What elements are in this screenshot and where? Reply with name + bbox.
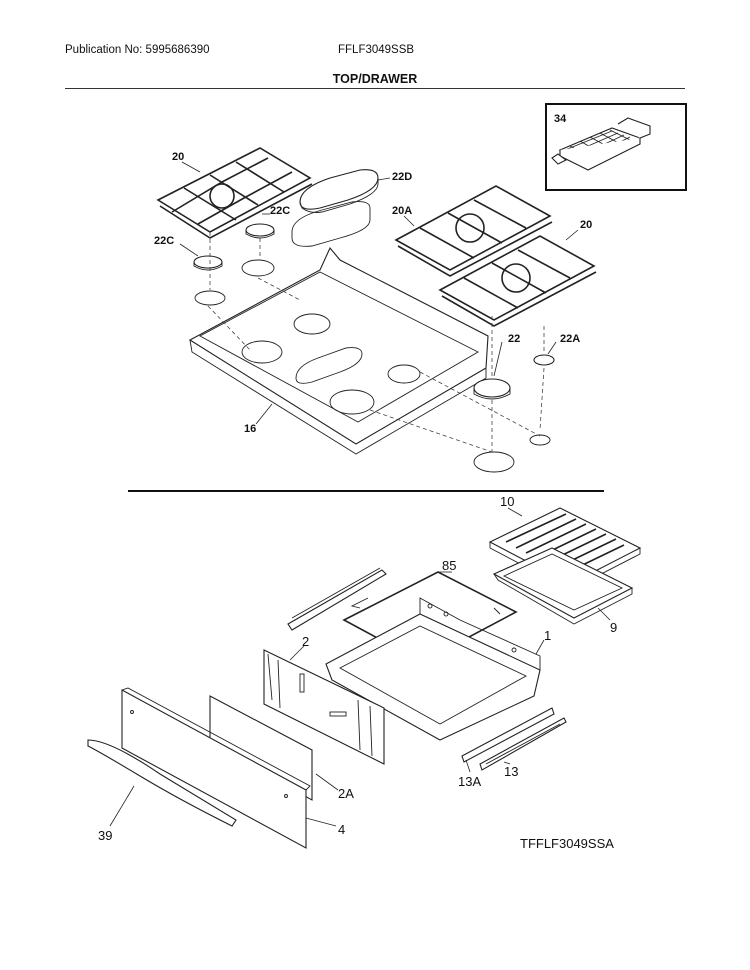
callout-grate-center: 20A	[392, 205, 412, 217]
grate-left	[156, 147, 313, 239]
drawing-code: TFFLF3049SSA	[520, 836, 614, 851]
callout-cap-large: 22	[508, 333, 520, 345]
header-rule	[65, 88, 685, 89]
callout-drawer-body: 1	[544, 628, 551, 643]
callout-cap-small-lower: 22C	[154, 235, 174, 247]
callout-griddle: 34	[554, 113, 567, 125]
drawer-back-panel	[263, 649, 385, 765]
callout-slide: 13	[504, 764, 518, 779]
cap-right	[529, 354, 555, 446]
oval-cap	[291, 169, 379, 247]
callout-cap-right: 22A	[560, 333, 580, 345]
drawer-front	[121, 687, 311, 849]
callout-grate-right: 20	[580, 219, 592, 231]
drawer-front-inner	[209, 695, 313, 801]
grate-right	[438, 235, 597, 327]
callout-drawer-front-inner: 2A	[338, 786, 354, 801]
callout-drawer-front: 4	[338, 822, 345, 837]
broiler-pan	[492, 547, 634, 625]
callout-cap-small-upper: 22C	[270, 205, 290, 217]
callout-rack: 85	[442, 558, 456, 573]
alignment-lines	[207, 232, 545, 453]
callout-broiler-pan: 9	[610, 620, 617, 635]
callout-cap-oval: 22D	[392, 171, 412, 183]
callout-grate-left: 20	[172, 151, 184, 163]
section-title: TOP/DRAWER	[332, 72, 418, 86]
publication-number: Publication No: 5995686390	[65, 44, 210, 56]
callout-broiler-grid: 10	[500, 494, 514, 509]
model-number: FFLF3049SSB	[338, 44, 415, 56]
top-leaders	[179, 161, 579, 425]
cap-large	[473, 378, 515, 473]
callout-cooktop: 16	[244, 423, 256, 435]
left-slide	[287, 567, 387, 631]
cap-small-upper	[241, 223, 275, 277]
grate-center	[394, 185, 553, 277]
callout-handle: 39	[98, 828, 112, 843]
drawer-body	[325, 597, 541, 741]
drawer-leaders	[109, 507, 611, 827]
callout-slide-rail: 13A	[458, 774, 481, 789]
drawer-handle	[87, 739, 237, 827]
cooktop	[188, 246, 489, 455]
callout-drawer-back: 2	[302, 634, 309, 649]
griddle-inset	[545, 103, 687, 191]
drawer-slides	[461, 707, 567, 771]
cap-small-lower	[193, 255, 226, 306]
